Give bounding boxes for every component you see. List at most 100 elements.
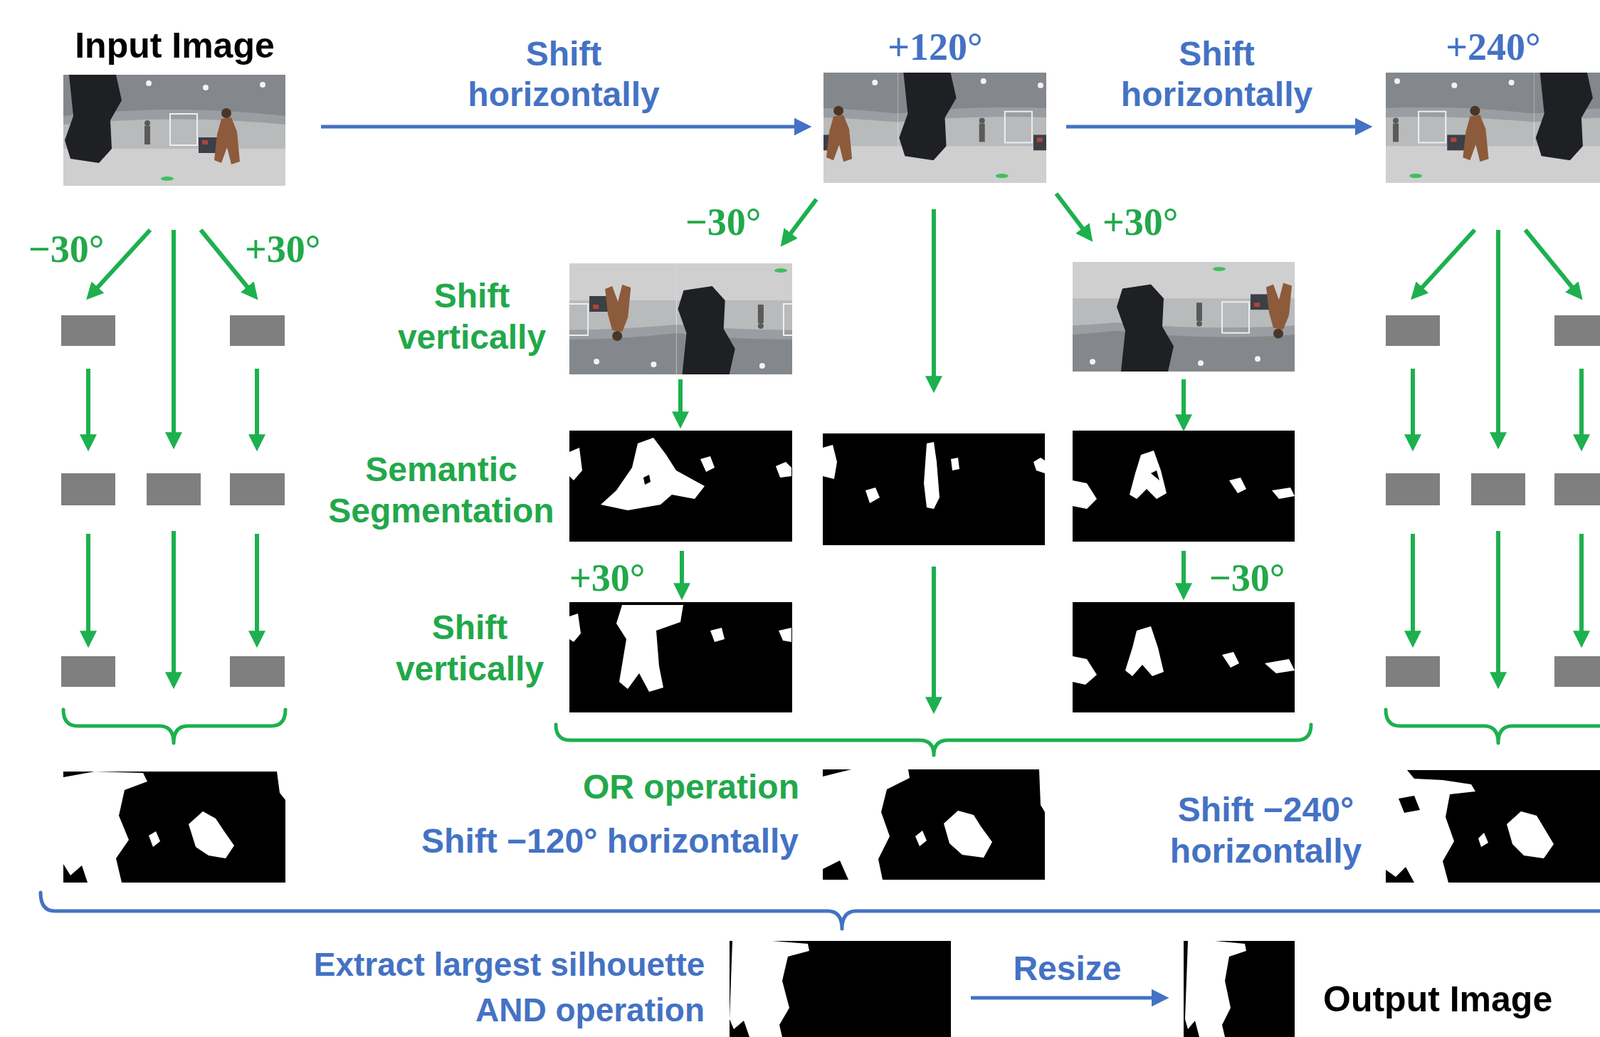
mask-silhouette <box>600 437 705 511</box>
mask-silhouette <box>1385 770 1476 883</box>
arrow <box>1410 368 1415 447</box>
panel-heading: Input Image <box>63 24 287 67</box>
panorama <box>1534 72 1600 183</box>
placeholder <box>61 656 116 687</box>
mask-panel: Extract largest silhouetteAND operation <box>256 940 951 1037</box>
mask-silhouette <box>822 769 910 880</box>
mask-silhouette <box>923 441 940 509</box>
arrow <box>1496 530 1501 684</box>
mask-silhouette <box>1033 457 1045 474</box>
arrow <box>1525 229 1580 297</box>
brackets <box>40 709 1600 929</box>
placeholder <box>1554 315 1600 346</box>
mask-silhouette <box>1271 487 1295 499</box>
mask-silhouette <box>1129 450 1167 499</box>
mask-silhouette <box>700 456 715 472</box>
flip <box>893 261 1338 372</box>
image-panel: Input Image <box>63 21 286 186</box>
step-label: Shift −120° horizontally <box>420 820 799 862</box>
panorama <box>1115 261 1338 372</box>
placeholder <box>229 315 285 346</box>
operation-label: AND operation <box>474 990 705 1030</box>
placeholder <box>146 473 201 506</box>
mask-silhouette <box>188 811 235 859</box>
mask-ground <box>1072 430 1295 542</box>
mask-hole <box>1150 470 1160 481</box>
mask-silhouette <box>276 771 286 800</box>
mask-ground <box>1183 940 1295 1037</box>
operation-label: OR operation <box>581 766 800 808</box>
angle-label: −30° <box>1209 555 1285 602</box>
arrow <box>783 199 817 243</box>
angle-label: +30° <box>569 555 645 602</box>
placeholder <box>1554 656 1600 687</box>
mask-silhouette <box>616 604 684 692</box>
output-mask <box>1183 940 1295 1037</box>
segmentation-mask <box>1072 430 1295 542</box>
mask-ground <box>1072 602 1295 713</box>
mask-silhouette <box>569 613 581 642</box>
row-label: Shift vertically <box>386 275 558 358</box>
mask-silhouette <box>1185 940 1247 1037</box>
angle-label: +30° <box>1102 199 1178 246</box>
arrow <box>1181 550 1186 596</box>
placeholder <box>1385 656 1440 687</box>
placeholder <box>61 315 116 346</box>
arrow <box>1579 368 1584 447</box>
merged-mask <box>822 769 1045 880</box>
mask-panel: OR operationShift −120° horizontally <box>370 765 1047 883</box>
arrow <box>931 566 936 709</box>
mask-silhouette <box>63 771 148 883</box>
arrow <box>86 368 91 447</box>
angle-heading: +240° <box>1385 24 1600 71</box>
input-photo <box>63 74 286 186</box>
mask-silhouette <box>1072 480 1097 509</box>
merged-mask <box>63 771 286 883</box>
merge-brace <box>63 709 286 744</box>
arrow <box>679 550 684 596</box>
arrow <box>86 533 91 643</box>
arrow <box>1414 229 1475 297</box>
placeholder <box>61 473 116 506</box>
mask-silhouette <box>1222 651 1240 668</box>
arrow <box>1410 533 1415 643</box>
mask-ground <box>822 433 1045 546</box>
segmentation-mask <box>822 433 1045 546</box>
and-mask <box>729 940 951 1037</box>
mask-silhouette <box>775 461 792 478</box>
mask-silhouette <box>943 810 993 858</box>
placeholder <box>1385 473 1440 506</box>
panorama <box>63 74 286 186</box>
merge-brace <box>555 724 1312 756</box>
arrow <box>171 229 176 445</box>
placeholder <box>229 473 285 506</box>
edge-label: Resize <box>1012 948 1121 990</box>
panorama <box>676 263 899 375</box>
mask-silhouette <box>1125 626 1164 677</box>
mask-silhouette <box>778 627 792 642</box>
mask-silhouette <box>1072 656 1097 685</box>
mask-hole <box>1398 795 1420 813</box>
mask-silhouette <box>710 627 725 642</box>
arrow <box>1579 533 1584 643</box>
angle-label: −30° <box>685 199 761 246</box>
flow-arrow <box>320 125 807 129</box>
row-label: Semantic Segmentation <box>320 449 563 531</box>
arrow <box>1181 379 1186 427</box>
placeholder-group <box>61 315 1600 687</box>
shifted-mask <box>569 602 793 713</box>
flow-arrow <box>1066 125 1368 129</box>
mask-silhouette <box>865 487 880 504</box>
shifted-mask <box>1072 602 1295 713</box>
edge-label: Shift horizontally <box>460 33 667 116</box>
mask-ground <box>822 769 1045 880</box>
angle-heading: +120° <box>823 24 1047 71</box>
mask-silhouette <box>148 831 161 847</box>
step-label: Extract largest silhouette <box>312 945 705 985</box>
combine-brace <box>40 892 1600 929</box>
placeholder <box>1554 473 1600 506</box>
arrow <box>171 530 176 684</box>
